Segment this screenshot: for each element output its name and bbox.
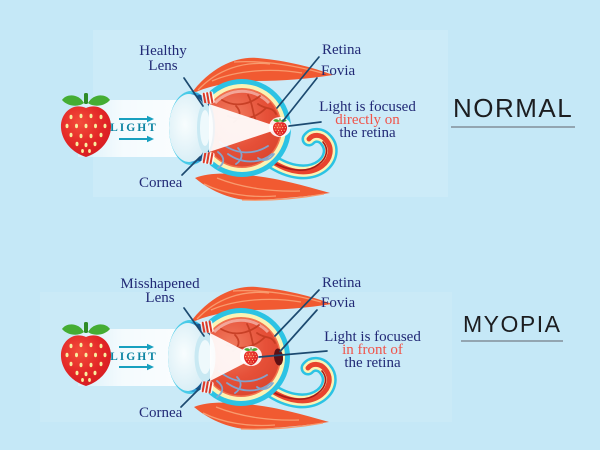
leader-focus-bottom <box>258 350 328 358</box>
label-healthy-lens: Healthy Lens <box>139 43 187 74</box>
leader-fovia-bottom <box>279 309 318 353</box>
label-fovia-normal: Fovia <box>321 63 356 79</box>
leader-healthy-lens <box>183 77 204 107</box>
leader-retina-top <box>276 56 320 109</box>
label-misshapened-lens: Misshapened Lens <box>120 276 200 306</box>
leader-cornea-bottom <box>180 388 200 408</box>
blur-spot-on-retina <box>273 348 284 366</box>
caption-line-3: the retina <box>339 124 396 141</box>
leader-misshapened-lens <box>183 307 205 337</box>
label-retina-myopia: Retina <box>322 275 362 291</box>
label-cornea-myopia: Cornea <box>139 405 183 421</box>
caption-line-2: directly on <box>335 111 400 128</box>
light-cone-normal <box>209 104 280 152</box>
leader-focus-top <box>288 121 322 127</box>
caption-line-1: Light is focused <box>319 99 416 115</box>
light-arrows-myopia <box>119 343 154 371</box>
label-light-myopia: LIGHT <box>110 351 158 363</box>
leader-cornea-top <box>181 156 201 176</box>
leader-lines-myopia <box>180 289 328 408</box>
caption-line-1: Light is focused <box>324 329 421 345</box>
label-light-normal: LIGHT <box>110 122 158 134</box>
eye-cross-section-normal <box>169 58 333 201</box>
title-myopia: MYOPIA <box>461 311 564 342</box>
caption-line-3: the retina <box>344 354 401 371</box>
caption-light-focus-normal: Light is focused directly on the retina <box>300 99 435 141</box>
label-fovia-myopia: Fovia <box>321 295 356 311</box>
label-retina-normal: Retina <box>322 42 362 58</box>
leader-lines-normal <box>181 56 322 176</box>
eye-cross-section-myopia <box>168 287 332 430</box>
light-arrows-normal <box>119 115 154 143</box>
light-cone-myopia <box>210 333 256 381</box>
caption-light-focus-myopia: Light is focused in front of the retina <box>305 329 440 371</box>
leader-fovia-top <box>282 77 318 122</box>
label-cornea-normal: Cornea <box>139 175 183 191</box>
caption-line-2: in front of <box>342 341 403 358</box>
leader-retina-bottom <box>274 289 320 337</box>
title-normal: NORMAL <box>451 93 576 128</box>
